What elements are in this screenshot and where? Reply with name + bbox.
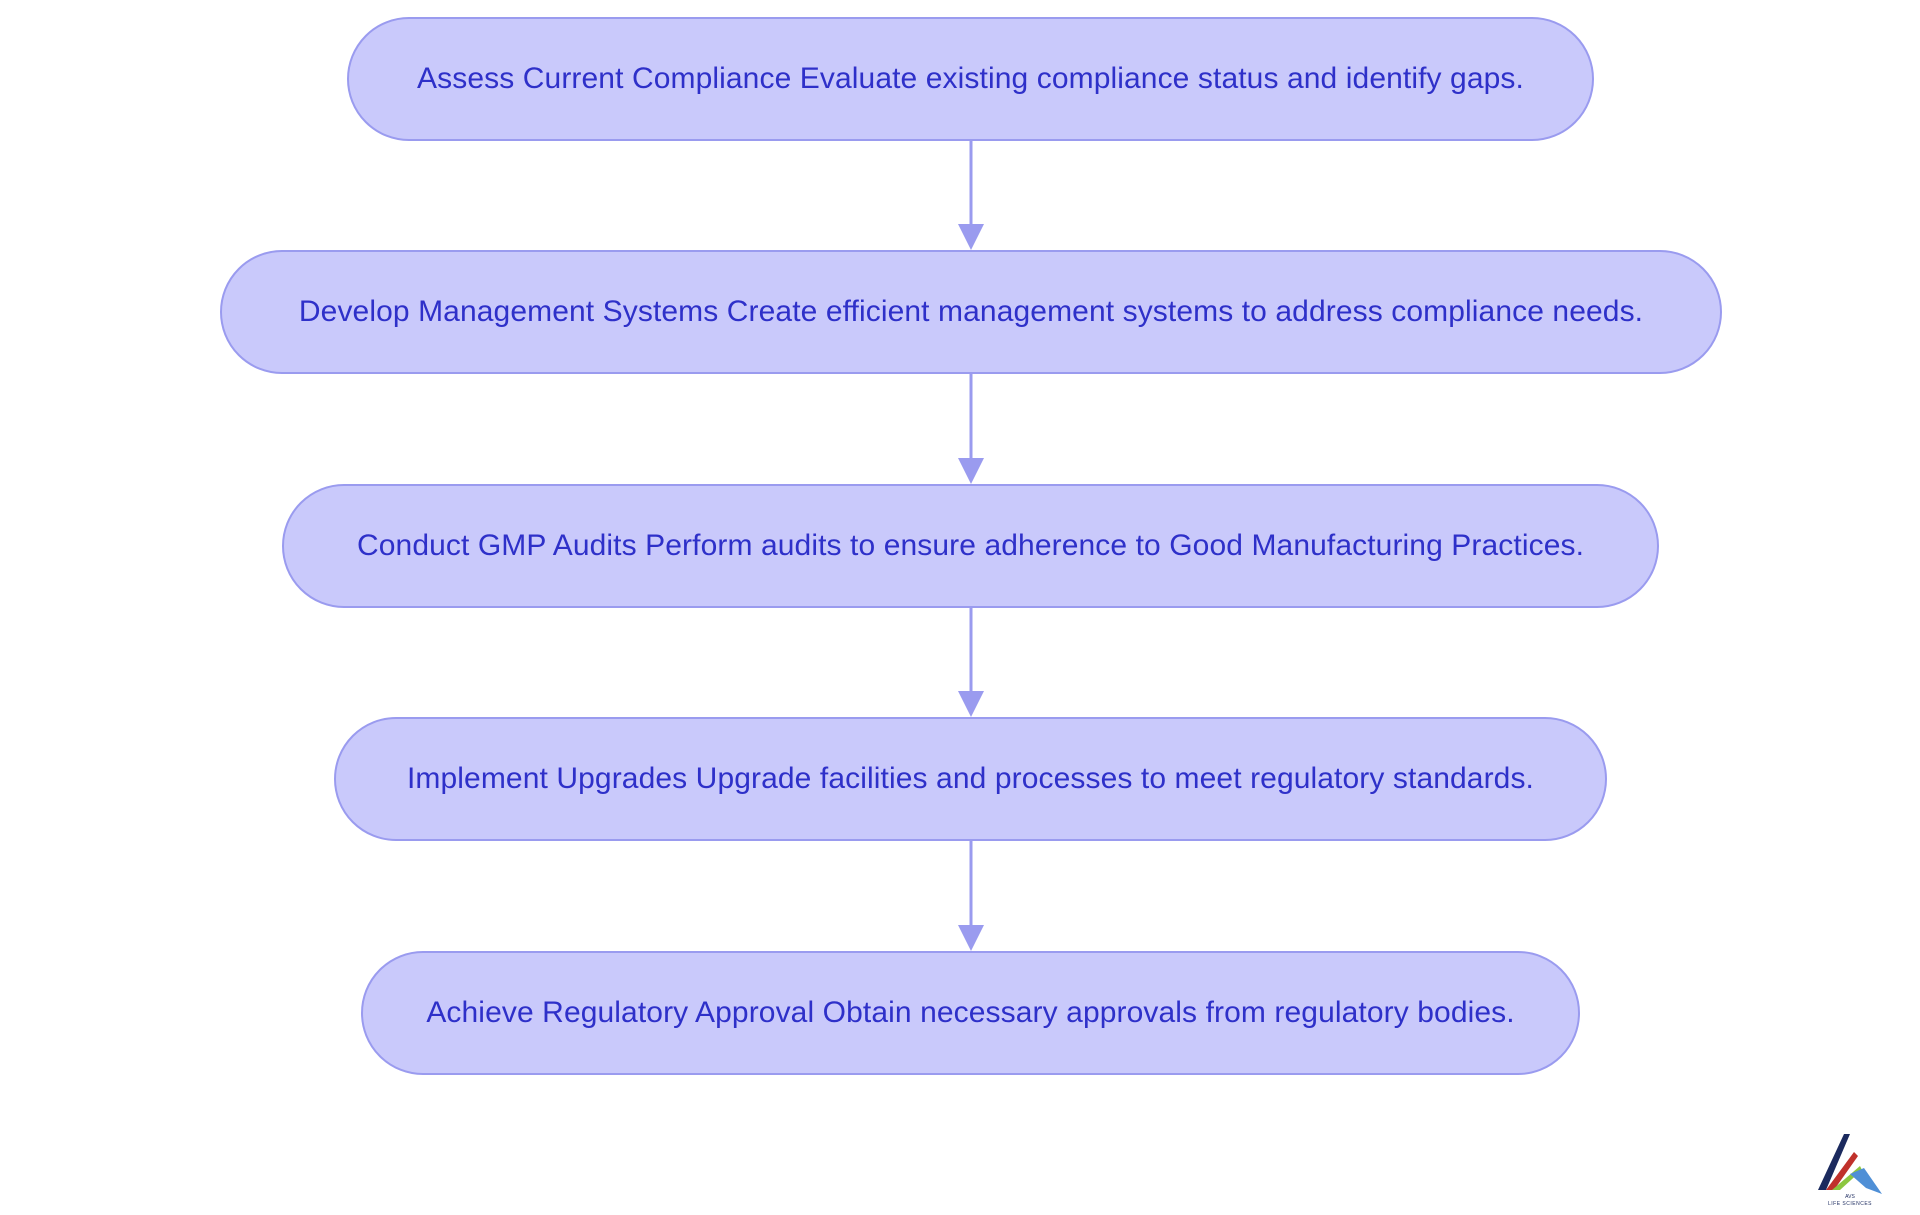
flow-node-label: Conduct GMP Audits Perform audits to ens… (356, 529, 1585, 562)
edge-arrowhead (958, 224, 984, 250)
flow-node-label: Develop Management Systems Create effici… (298, 295, 1644, 328)
flow-node-assess-compliance: Assess Current Compliance Evaluate exist… (347, 17, 1594, 141)
logo-blue-stripe (1850, 1168, 1882, 1194)
logo-red-stripe (1826, 1152, 1858, 1190)
logo-navy-stripe (1818, 1134, 1850, 1190)
logo-wordmark-line2: LIFE SCIENCES (1828, 1201, 1872, 1207)
logo-green-stripe (1832, 1166, 1862, 1190)
logo-wordmark-line1: AVS (1845, 1194, 1855, 1200)
flow-node-implement-upgrades: Implement Upgrades Upgrade facilities an… (334, 717, 1607, 841)
flow-node-label: Implement Upgrades Upgrade facilities an… (406, 762, 1534, 795)
flow-node-achieve-approval: Achieve Regulatory Approval Obtain neces… (361, 951, 1580, 1075)
flow-node-conduct-audits: Conduct GMP Audits Perform audits to ens… (282, 484, 1659, 608)
flow-node-develop-systems: Develop Management Systems Create effici… (220, 250, 1722, 374)
avs-life-sciences-logo-icon: AVS LIFE SCIENCES (1818, 1134, 1882, 1207)
flow-node-label: Achieve Regulatory Approval Obtain neces… (426, 996, 1515, 1029)
edge-arrowhead (958, 458, 984, 484)
edge-arrowhead (958, 691, 984, 717)
edge-arrowhead (958, 925, 984, 951)
flow-node-label: Assess Current Compliance Evaluate exist… (417, 62, 1524, 95)
